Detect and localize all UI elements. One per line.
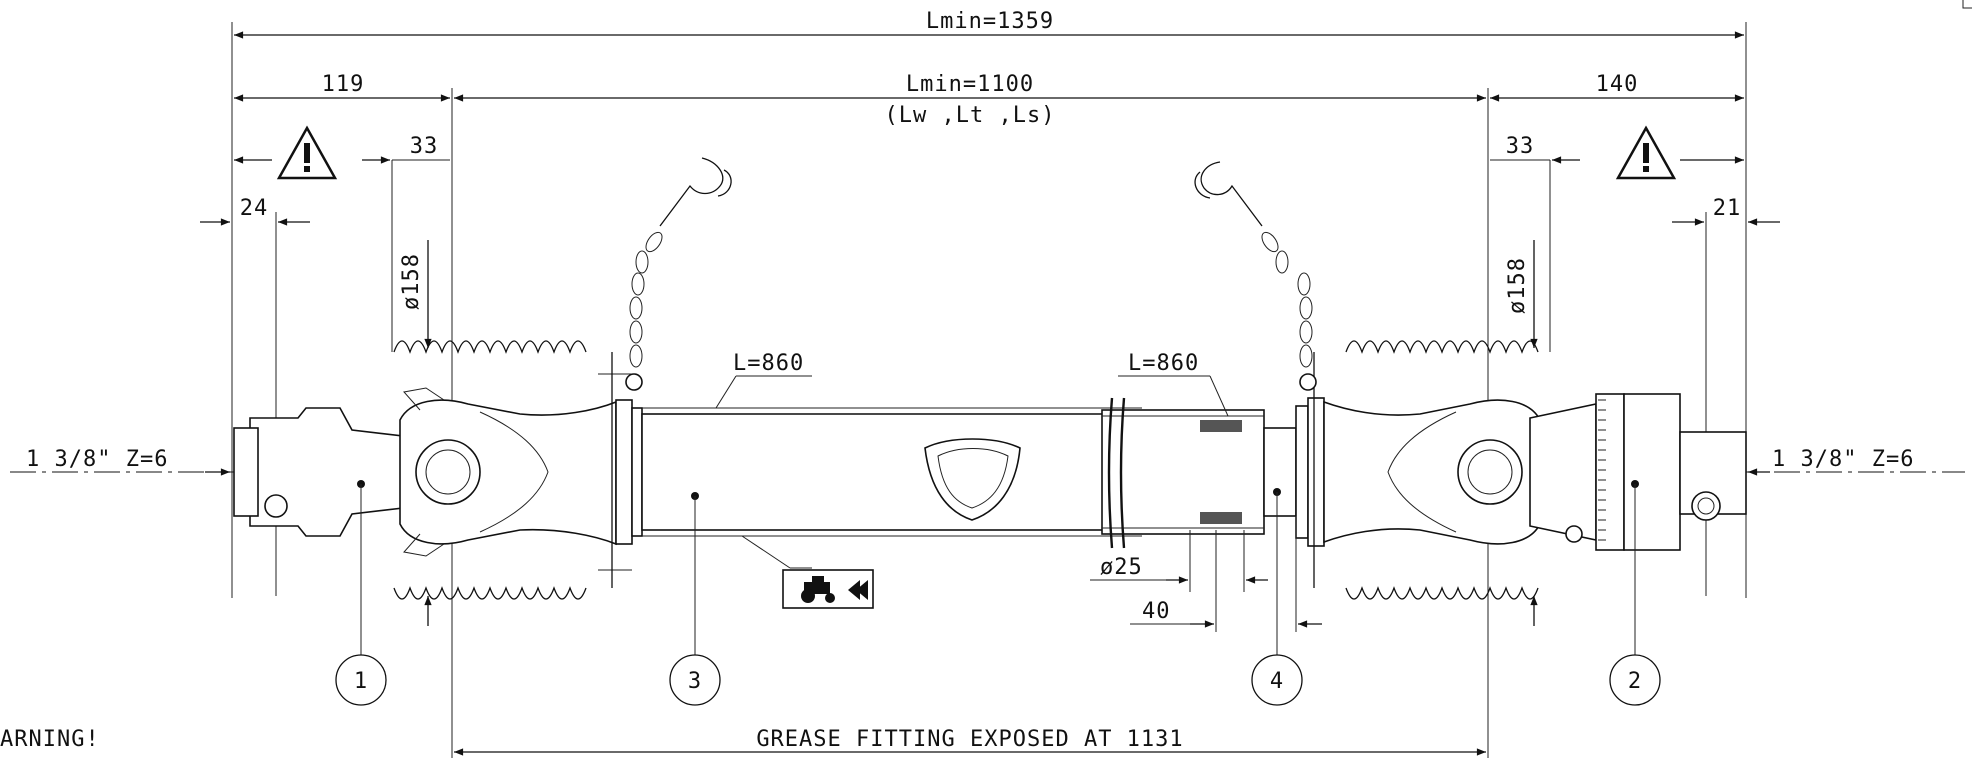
right-end-dimension: 140 [1490,72,1744,102]
left-profile-length-label: L=860 [733,351,804,376]
right-yoke-assembly [1295,352,1747,588]
right-shaft-spec: 1 3/8" Z=6 [1748,447,1914,476]
inner-diameter-label: ø25 [1100,555,1143,580]
left-shield-label: 33 [410,134,439,159]
left-bellows-guard [393,340,587,600]
tube-length-dimension: Lmin=1100 (Lw ,Lt ,Ls) [451,72,1489,758]
left-safety-chain [625,157,732,391]
corner-mark [1962,0,1972,9]
part-callout-2: 2 [1609,480,1661,706]
right-shaft-spec-label: 1 3/8" Z=6 [1772,447,1914,472]
right-shield-label: 33 [1506,134,1535,159]
right-bellows-guard [1345,340,1539,600]
tractor-direction-icon [741,535,874,609]
left-guard-diameter-dimension: ø158 [399,240,432,626]
right-offset-label: 21 [1713,196,1742,221]
tube-length-label: Lmin=1100 [906,72,1034,97]
overall-length-dimension: Lmin=1359 [231,9,1747,598]
left-offset-label: 24 [240,196,269,221]
bushing-length-label: 40 [1142,599,1171,624]
left-warning-dimension: 33 [234,125,450,352]
part-callout-4: 4 [1251,488,1303,706]
right-offset-dimension: 21 [1672,196,1780,596]
grease-note: GREASE FITTING EXPOSED AT 1131 [756,727,1183,752]
right-profile-length-label: L=860 [1128,351,1199,376]
right-warning-dimension: 33 [1490,125,1744,352]
right-guard-diameter-label: ø158 [1505,257,1530,314]
right-profile-length-dimension: L=860 [1118,351,1229,417]
part-number: 2 [1628,669,1642,694]
part-number: 1 [354,669,368,694]
left-end-dimension: 119 [234,72,450,102]
telescopic-tube [641,397,1297,549]
part-callout-1: 1 [335,480,387,706]
left-profile-length-dimension: L=860 [715,351,812,409]
right-guard-diameter-dimension: ø158 [1505,240,1538,626]
overall-length-label: Lmin=1359 [926,9,1054,34]
right-end-label: 140 [1596,72,1639,97]
left-shaft-spec-label: 1 3/8" Z=6 [26,447,168,472]
warning-note: ARNING! [0,727,100,752]
part-callout-3: 3 [669,492,721,706]
left-guard-diameter-label: ø158 [399,253,424,310]
tube-length-note: (Lw ,Lt ,Ls) [885,103,1056,128]
warning-triangle-icon [1615,125,1677,180]
part-number: 4 [1270,669,1284,694]
left-offset-dimension: 24 [200,196,310,596]
warning-triangle-icon [276,125,338,180]
left-yoke-assembly [233,352,643,588]
inner-diameter-dimension: ø25 [1090,530,1268,592]
right-safety-chain [1194,161,1317,391]
part-number: 3 [688,669,702,694]
bushing-length-dimension: 40 [1130,516,1322,632]
left-end-label: 119 [322,72,365,97]
left-shaft-spec: 1 3/8" Z=6 [26,447,230,476]
grease-fitting-dimension: GREASE FITTING EXPOSED AT 1131 [454,727,1486,756]
